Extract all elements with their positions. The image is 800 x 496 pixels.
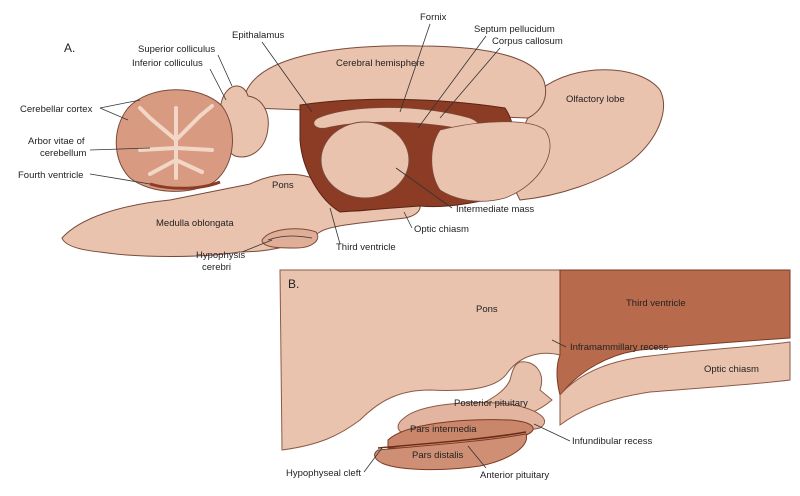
label-optic-chiasm-a: Optic chiasm — [414, 224, 469, 235]
label-optic-chiasm-b: Optic chiasm — [704, 364, 759, 375]
label-infundibular-recess: Infundibular recess — [572, 436, 653, 447]
fourth-ventricle-shape — [149, 180, 221, 190]
label-hypophyseal-cleft: Hypophyseal cleft — [286, 468, 361, 479]
label-anterior-pituitary: Anterior pituitary — [480, 470, 549, 481]
label-intermediate-mass: Intermediate mass — [456, 204, 534, 215]
panel-b-leader-lines — [363, 339, 571, 473]
label-fornix: Fornix — [420, 12, 447, 23]
label-olfactory-lobe: Olfactory lobe — [566, 94, 625, 105]
label-pons-a: Pons — [272, 180, 294, 191]
optic-chiasm-b — [559, 341, 791, 426]
panel-a-letter: A. — [64, 41, 75, 55]
label-cerebral-hemisphere: Cerebral hemisphere — [336, 58, 425, 69]
label-inferior-colliculus: Inferior colliculus — [132, 58, 203, 69]
label-hypophysis-1: Hypophysis — [196, 250, 245, 261]
label-pons-b: Pons — [476, 304, 498, 315]
pars-distalis-shape — [374, 433, 527, 471]
label-arbor-vitae-2: cerebellum — [40, 148, 87, 159]
hemisphere-lower-shape — [431, 121, 551, 202]
label-corpus-callosum: Corpus callosum — [492, 36, 563, 47]
label-superior-colliculus: Superior colliculus — [138, 44, 215, 55]
label-arbor-vitae-1: Arbor vitae of — [28, 136, 85, 147]
label-pars-distalis: Pars distalis — [412, 450, 463, 461]
label-posterior-pituitary: Posterior pituitary — [454, 398, 528, 409]
panel-b-letter: B. — [288, 277, 299, 291]
hypophyseal-cleft-line — [377, 431, 527, 449]
label-hypophysis-2: cerebri — [202, 262, 231, 273]
label-third-ventricle-b: Third ventricle — [626, 298, 686, 309]
panel-a — [61, 45, 664, 257]
intermediate-mass-shape — [320, 121, 410, 199]
olfactory-lobe-shape — [504, 69, 664, 201]
panel-b — [279, 269, 791, 471]
label-pars-intermedia: Pars intermedia — [410, 424, 477, 435]
label-third-ventricle-a: Third ventricle — [336, 242, 396, 253]
arbor-vitae-branches — [138, 104, 214, 180]
pons-region-b — [279, 269, 561, 451]
label-inframammillary-recess: Inframammillary recess — [570, 342, 668, 353]
third-ventricle-region-b — [556, 269, 791, 397]
label-fourth-ventricle: Fourth ventricle — [18, 170, 83, 181]
label-medulla-oblongata: Medulla oblongata — [156, 218, 234, 229]
label-cerebellar-cortex: Cerebellar cortex — [20, 104, 93, 115]
label-septum-pellucidum: Septum pellucidum — [474, 24, 555, 35]
hypophysis-shape — [261, 228, 319, 249]
panel-a-leader-lines — [89, 23, 501, 253]
label-epithalamus: Epithalamus — [232, 30, 285, 41]
